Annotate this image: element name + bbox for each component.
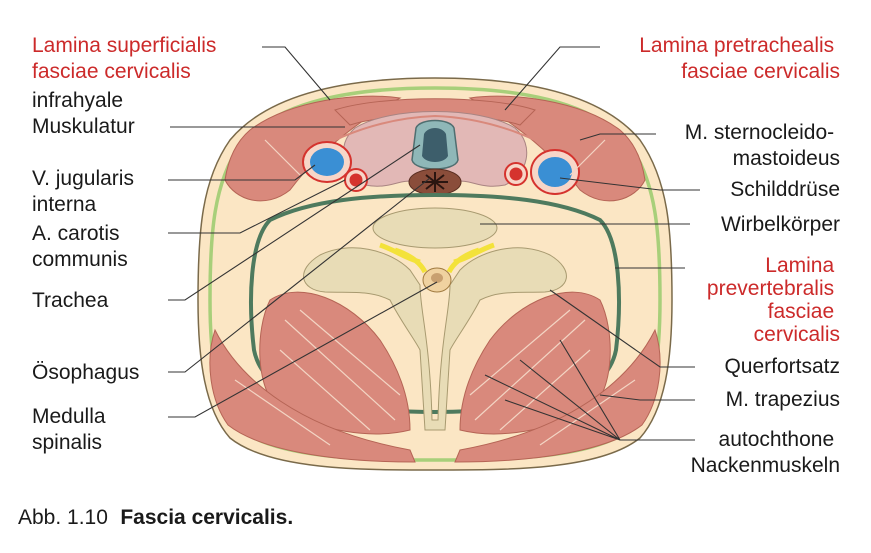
vertebral-arch	[303, 247, 567, 431]
svg-text:Abb. 1.10 Fascia cervica: Abb. 1.10 Fascia cervicalis.	[18, 506, 293, 529]
vena-jugularis-left	[302, 141, 352, 183]
label-lamina-pretrachealis: Lamina pretrachealis fasciae cervicalis	[639, 34, 840, 83]
vertebra	[303, 207, 567, 431]
muscle-fibres	[234, 139, 636, 446]
oesophagus	[408, 168, 462, 196]
label-lamina-prevertebralis: Lamina prevertebralis fasciae cervicalis	[707, 254, 840, 346]
figure-caption: Abb. 1.10 Fascia cervicalis.	[18, 506, 293, 529]
nerve-roots	[379, 242, 495, 274]
label-m-trapezius: M. trapezius	[726, 388, 840, 411]
label-lamina-superficialis: Lamina superficialis fasciae cervicalis	[32, 34, 222, 83]
label-autochthone-nackenmuskeln: autochthone Nackenmuskeln	[691, 428, 840, 477]
leader-lines	[168, 46, 700, 441]
autochthone-muscles-right	[459, 291, 611, 435]
label-trachea: Trachea	[32, 289, 109, 312]
trachea	[411, 119, 459, 170]
label-sternocleidomastoideus: M. sternocleido- mastoideus	[685, 121, 840, 170]
label-infrahyale-muskulatur: infrahyale Muskulatur	[32, 89, 135, 138]
vertebral-body	[372, 207, 498, 249]
lamina-superficialis-line	[208, 86, 662, 462]
label-a-carotis: A. carotis communis	[32, 222, 128, 271]
vena-jugularis-right	[530, 149, 580, 195]
label-oesophagus: Ösophagus	[32, 361, 139, 384]
caption-title: Fascia cervicalis.	[120, 506, 293, 529]
cross-section-illustration	[197, 77, 673, 471]
trapezius-left	[209, 328, 416, 463]
caption-number: Abb. 1.10	[18, 506, 108, 529]
label-v-jugularis: V. jugularis interna	[32, 167, 140, 216]
label-querfortsatz: Querfortsatz	[724, 355, 840, 378]
label-medulla-spinalis: Medulla spinalis	[32, 405, 111, 454]
labels-right: Lamina pretrachealis fasciae cervicalis …	[639, 34, 840, 477]
labels-left: Lamina superficialis fasciae cervicalis …	[32, 34, 222, 454]
arteria-carotis-right	[504, 162, 528, 186]
lamina-prevertebralis-line	[249, 192, 621, 415]
label-schilddruese: Schilddrüse	[730, 178, 840, 201]
label-wirbelkoerper: Wirbelkörper	[721, 213, 840, 236]
trapezius-right	[454, 328, 661, 463]
